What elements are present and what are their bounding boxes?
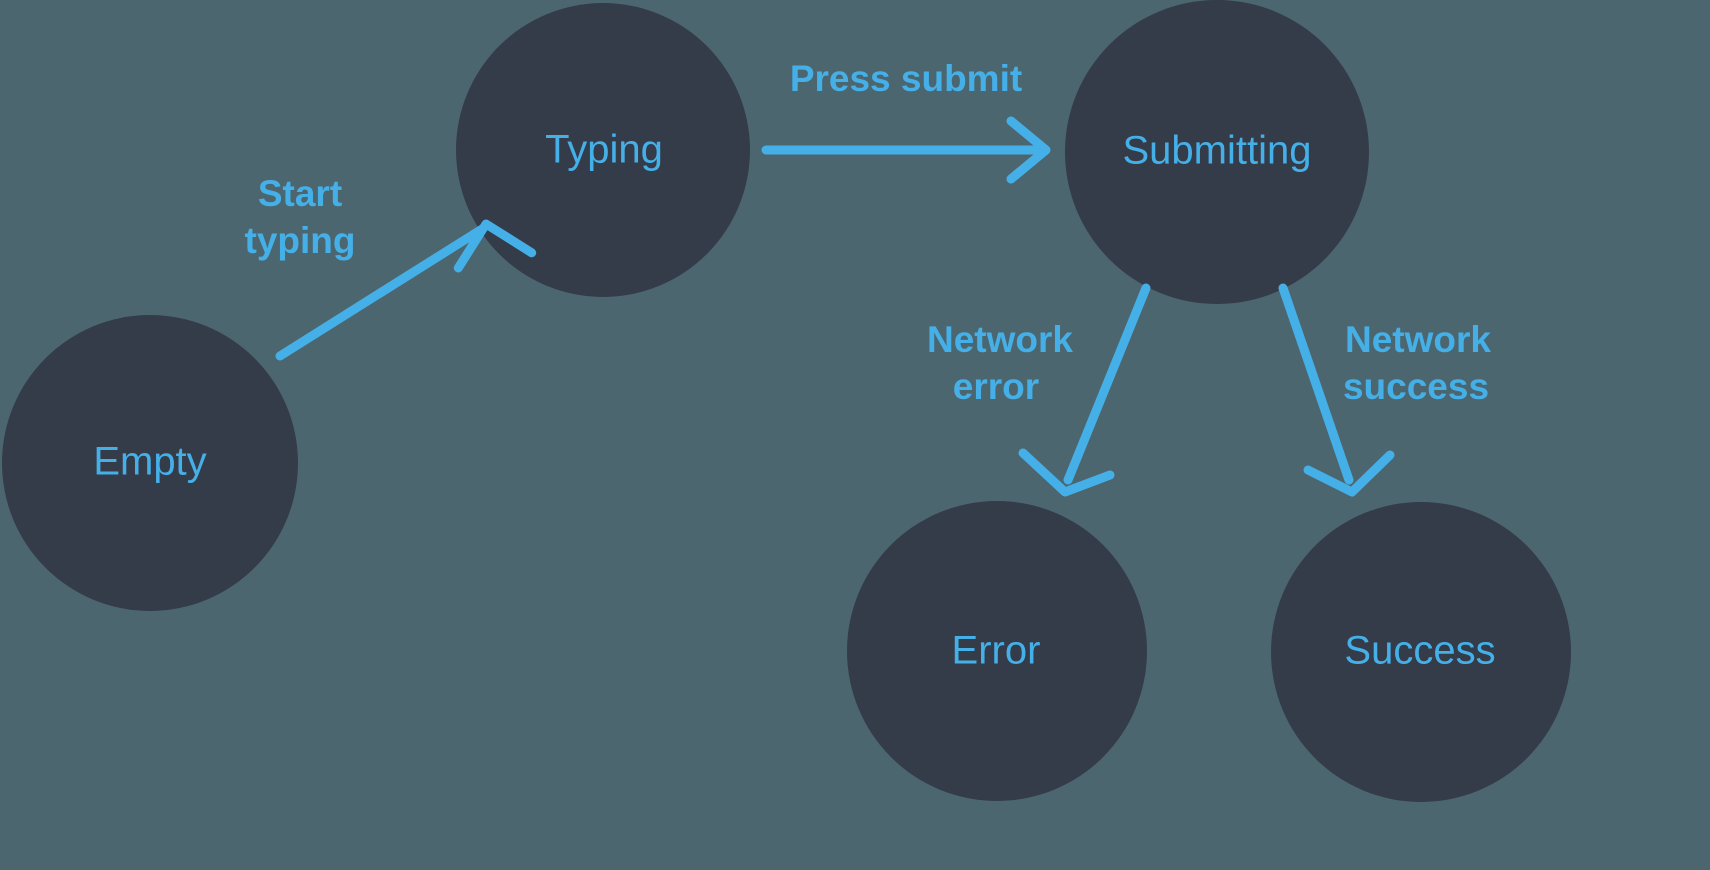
edge-submitting-to-error-line [1063,283,1151,485]
edge-submitting-to-error-arrowhead [1018,448,1115,497]
node-empty-label: Empty [93,440,206,484]
node-error-label: Error [952,629,1041,673]
node-typing[interactable]: Typing [456,3,750,297]
edge-empty-to-typing-arrowhead [453,219,537,273]
node-success-circle[interactable] [1271,502,1571,802]
edge-empty-to-typing-label-line2: typing [245,220,356,261]
edge-submitting-to-success-label-line1: Network [1345,319,1491,360]
node-error[interactable]: Error [847,501,1147,801]
edge-submitting-to-error-label-line1: Network [927,319,1073,360]
node-success[interactable]: Success [1271,502,1571,802]
node-empty-circle[interactable] [2,315,298,611]
node-typing-label: Typing [545,128,663,172]
node-submitting-label: Submitting [1123,129,1312,173]
node-error-circle[interactable] [847,501,1147,801]
edge-empty-to-typing-label-line1: Start [258,173,342,214]
edge-submitting-to-success[interactable]: Network success [1278,283,1491,497]
edge-empty-to-typing-line [275,224,487,361]
node-success-label: Success [1344,629,1495,673]
edge-submitting-to-success-label-line2: success [1343,366,1489,407]
node-typing-circle[interactable] [456,3,750,297]
edge-submitting-to-success-arrowhead [1303,450,1395,497]
edge-typing-to-submitting-label: Press submit [790,58,1022,99]
node-submitting[interactable]: Submitting [1065,0,1369,304]
edge-empty-to-typing[interactable]: Start typing [245,173,537,361]
node-submitting-circle[interactable] [1065,0,1369,304]
edge-submitting-to-error-label-line2: error [953,366,1039,407]
edge-submitting-to-success-line [1278,283,1354,485]
node-empty[interactable]: Empty [2,315,298,611]
edge-typing-to-submitting[interactable]: Press submit [761,58,1051,184]
edge-typing-to-submitting-arrowhead [1006,116,1051,184]
edge-submitting-to-error[interactable]: Network error [927,283,1151,497]
